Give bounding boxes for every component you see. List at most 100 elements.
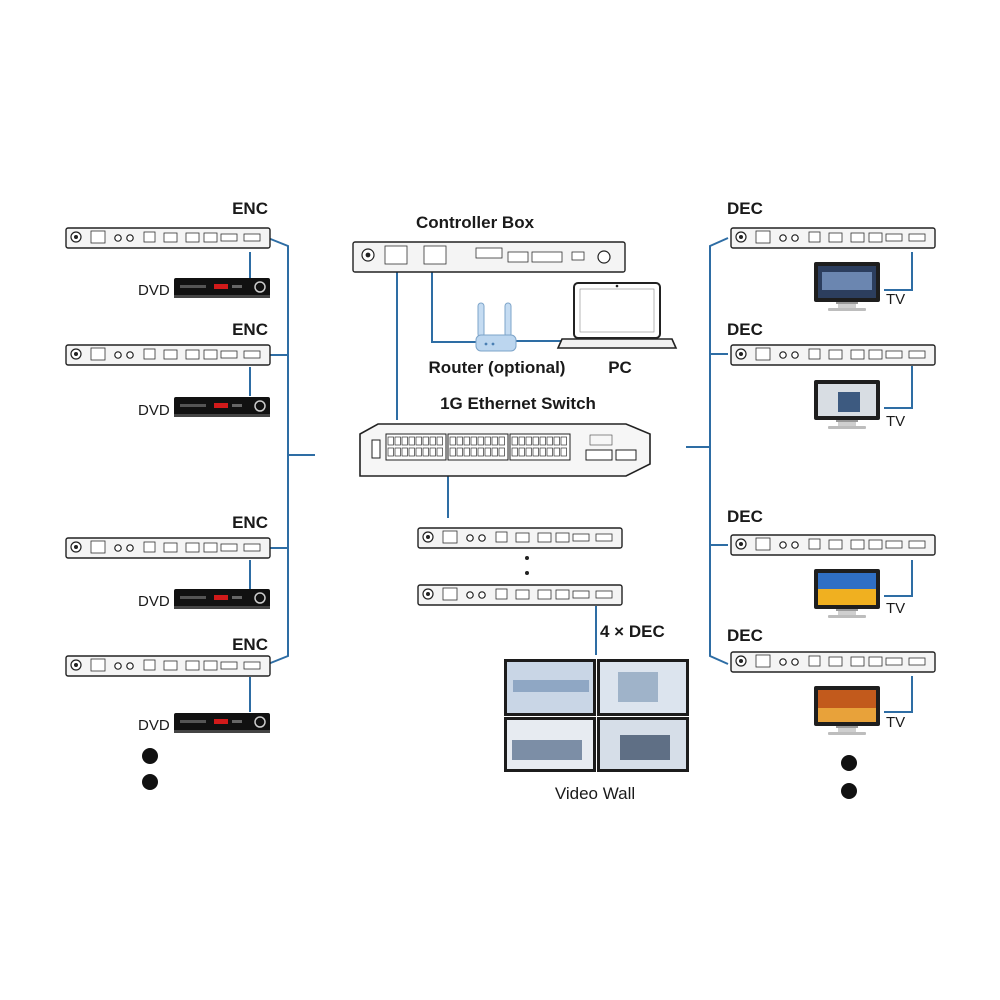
switch-port [546, 447, 553, 457]
switch-port [415, 436, 422, 446]
switch-port [387, 436, 394, 446]
more-dot-icon [841, 755, 857, 771]
dvd-player-3 [173, 588, 271, 610]
switch-port [491, 447, 498, 457]
switch-port [408, 436, 415, 446]
switch-port [539, 436, 546, 446]
switch-port [539, 447, 546, 457]
decoder-column: DEC TV DEC TV DEC TV DEC TV [727, 199, 936, 799]
enc-label-1: ENC [232, 199, 268, 218]
decoder-unit-4 [730, 651, 936, 673]
switch-port [477, 436, 484, 446]
tv-label-3: TV [886, 600, 905, 617]
center-decoders: 4 × DEC [417, 527, 665, 641]
switch-port [429, 436, 436, 446]
switch-port [456, 447, 463, 457]
ethernet-switch-device [359, 423, 651, 477]
dec-count-label: 4 × DEC [600, 622, 665, 641]
switch-port [422, 447, 429, 457]
switch-port [387, 447, 394, 457]
switch-port [532, 436, 539, 446]
more-dot-icon [525, 571, 529, 575]
switch-port [436, 447, 443, 457]
switch-port [449, 447, 456, 457]
switch-port [560, 447, 567, 457]
pc-label: PC [608, 358, 632, 377]
dec-label-3: DEC [727, 507, 763, 526]
dvd-label-2: DVD [138, 402, 170, 419]
tv-label-4: TV [886, 714, 905, 731]
more-dot-icon [142, 748, 158, 764]
switch-title: 1G Ethernet Switch [440, 394, 596, 413]
dec-label-1: DEC [727, 199, 763, 218]
switch-port [470, 447, 477, 457]
switch-port [518, 447, 525, 457]
switch-port [498, 436, 505, 446]
switch-port [546, 436, 553, 446]
switch-port [463, 447, 470, 457]
switch-port [449, 436, 456, 446]
router-icon [475, 302, 517, 352]
router-label: Router (optional) [429, 358, 566, 377]
switch-port [484, 447, 491, 457]
switch-port [518, 436, 525, 446]
switch-port [463, 436, 470, 446]
switch-port [436, 436, 443, 446]
video-wall-screens [504, 659, 689, 772]
laptop-icon [556, 282, 678, 349]
dvd-player-2 [173, 396, 271, 418]
switch-group: 1G Ethernet Switch [359, 394, 651, 477]
switch-port [532, 447, 539, 457]
encoder-unit-2 [65, 344, 271, 366]
decoder-unit-1 [730, 227, 936, 249]
switch-port [477, 447, 484, 457]
switch-port [491, 436, 498, 446]
more-dot-icon [525, 556, 529, 560]
tv-label-1: TV [886, 291, 905, 308]
decoder-unit-2 [730, 344, 936, 366]
switch-port [394, 436, 401, 446]
switch-port [429, 447, 436, 457]
dvd-player-4 [173, 712, 271, 734]
pc-group: PC [556, 282, 678, 377]
switch-port [498, 447, 505, 457]
connection-lines [249, 237, 913, 713]
controller-box-title: Controller Box [416, 213, 535, 232]
controller-box-group: Controller Box [352, 213, 626, 273]
dvd-label-3: DVD [138, 593, 170, 610]
switch-port [394, 447, 401, 457]
switch-port [553, 447, 560, 457]
switch-port [560, 436, 567, 446]
dvd-player-1 [173, 277, 271, 299]
enc-label-4: ENC [232, 635, 268, 654]
switch-port [484, 436, 491, 446]
switch-port [422, 436, 429, 446]
encoder-unit-1 [65, 227, 271, 249]
switch-port [511, 436, 518, 446]
video-wall-group: Video Wall [504, 659, 689, 803]
switch-port [401, 436, 408, 446]
encoder-column: ENC DVD ENC DVD ENC DVD ENC DVD [65, 199, 271, 790]
switch-port-bank [385, 433, 571, 461]
decoder-unit-wall-1 [417, 527, 623, 549]
switch-port [456, 436, 463, 446]
enc-label-3: ENC [232, 513, 268, 532]
switch-port [525, 436, 532, 446]
router-group: Router (optional) [429, 302, 566, 377]
encoder-unit-4 [65, 655, 271, 677]
dvd-label-4: DVD [138, 717, 170, 734]
tv-label-2: TV [886, 413, 905, 430]
enc-label-2: ENC [232, 320, 268, 339]
controller-box-device [352, 241, 626, 273]
switch-port [511, 447, 518, 457]
switch-port [401, 447, 408, 457]
switch-port [553, 436, 560, 446]
switch-port [415, 447, 422, 457]
more-dot-icon [142, 774, 158, 790]
decoder-unit-wall-2 [417, 584, 623, 606]
dvd-label-1: DVD [138, 282, 170, 299]
switch-port [408, 447, 415, 457]
more-dot-icon [841, 783, 857, 799]
encoder-unit-3 [65, 537, 271, 559]
